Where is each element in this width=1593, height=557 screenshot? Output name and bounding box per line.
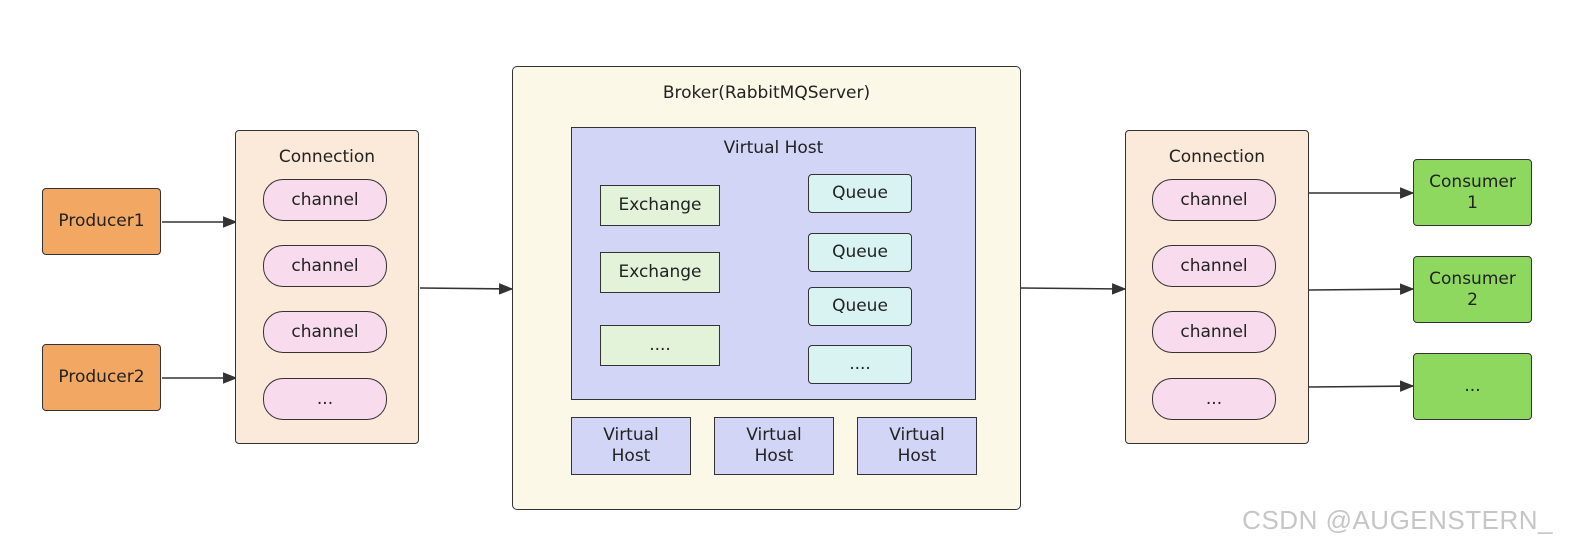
queue-2: Queue — [808, 233, 912, 272]
queue-more-label: .... — [849, 354, 871, 374]
virtual-host-small-1: Virtual Host — [571, 417, 691, 475]
broker-title: Broker(RabbitMQServer) — [662, 83, 871, 103]
left-channel-4-label: ... — [316, 388, 334, 409]
queue-2-label: Queue — [832, 242, 888, 262]
left-channel-1: channel — [263, 179, 387, 221]
virtual-host-small-2: Virtual Host — [714, 417, 834, 475]
left-channel-3-label: channel — [291, 321, 359, 342]
producer-1: Producer1 — [42, 188, 161, 255]
left-channel-4: ... — [263, 378, 387, 420]
virtual-host-small-2-label: Virtual Host — [746, 425, 802, 466]
producer-2-label: Producer2 — [58, 367, 145, 387]
queue-3: Queue — [808, 287, 912, 326]
exchange-more: .... — [600, 325, 720, 366]
queue-1: Queue — [808, 174, 912, 213]
virtual-host-small-1-label: Virtual Host — [603, 425, 659, 466]
arrow-channel2-to-consumer2 — [1308, 283, 1415, 295]
exchange-1-label: Exchange — [618, 195, 702, 215]
arrow-channel3-to-consumer3 — [1308, 380, 1415, 392]
producer-1-label: Producer1 — [58, 211, 145, 231]
left-channel-2: channel — [263, 245, 387, 287]
producer-2: Producer2 — [42, 344, 161, 411]
right-channel-2: channel — [1152, 245, 1276, 287]
right-channel-1: channel — [1152, 179, 1276, 221]
consumer-1-label: Consumer 1 — [1429, 171, 1516, 213]
left-channel-2-label: channel — [291, 255, 359, 276]
right-connection-title: Connection — [1168, 147, 1266, 167]
right-channel-3: channel — [1152, 311, 1276, 353]
left-channel-3: channel — [263, 311, 387, 353]
queue-1-label: Queue — [832, 183, 888, 203]
consumer-1: Consumer 1 — [1413, 159, 1532, 226]
consumer-2: Consumer 2 — [1413, 256, 1532, 323]
left-channel-1-label: channel — [291, 189, 359, 210]
exchange-more-label: .... — [649, 335, 671, 355]
exchange-2-label: Exchange — [618, 262, 702, 282]
arrow-broker-to-connection — [1020, 283, 1127, 295]
queue-more: .... — [808, 345, 912, 384]
arrow-connection-to-broker — [419, 283, 514, 295]
right-channel-4: ... — [1152, 378, 1276, 420]
watermark: CSDN @AUGENSTERN_ — [1242, 505, 1553, 535]
left-connection-title: Connection — [278, 147, 376, 167]
exchange-1: Exchange — [600, 185, 720, 226]
exchange-2: Exchange — [600, 252, 720, 293]
virtual-host-small-3-label: Virtual Host — [889, 425, 945, 466]
virtual-host-title: Virtual Host — [723, 138, 824, 158]
consumer-2-label: Consumer 2 — [1429, 268, 1516, 310]
right-channel-4-label: ... — [1205, 388, 1223, 409]
right-channel-3-label: channel — [1180, 321, 1248, 342]
virtual-host-small-3: Virtual Host — [857, 417, 977, 475]
right-channel-2-label: channel — [1180, 255, 1248, 276]
consumer-more: ... — [1413, 353, 1532, 420]
queue-3-label: Queue — [832, 296, 888, 316]
consumer-more-label: ... — [1464, 376, 1481, 396]
right-channel-1-label: channel — [1180, 189, 1248, 210]
